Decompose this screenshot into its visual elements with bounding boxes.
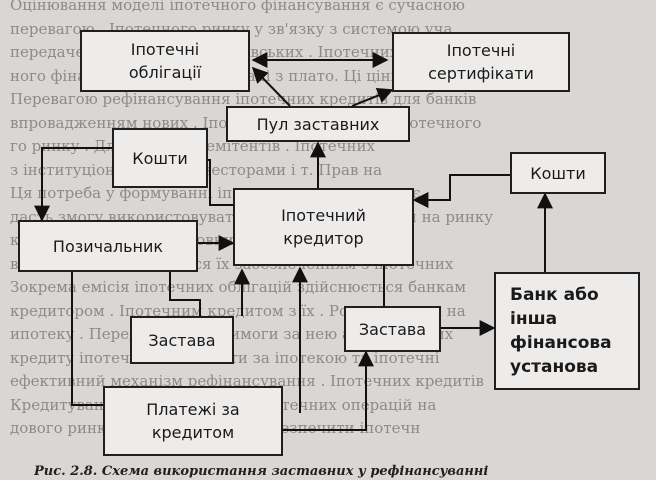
edge-koshty-to-pozychalnyk	[34, 147, 112, 222]
edge-pozychalnyk-to-zastava	[169, 272, 201, 316]
node-platezhi-label: Платежі за кредитом	[146, 400, 240, 442]
node-platezhi: Платежі за кредитом	[103, 386, 283, 456]
node-pul-zastavnykh: Пул заставних	[226, 106, 410, 142]
node-ipotechnyi-kredytor-label: Іпотечний кредитор	[281, 206, 366, 248]
node-ipotechnyi-kredytor: Іпотечний кредитор	[233, 188, 414, 266]
edge-pozychalnyk-to-platezhi	[71, 272, 103, 406]
edge-pul-to-oblihatsii	[251, 66, 291, 107]
node-zastava-right: Застава	[344, 306, 441, 352]
edge-pul-to-sertyfikaty	[351, 87, 394, 107]
node-koshty-right-label: Кошти	[530, 163, 586, 183]
node-ipotechni-sertyfikaty: Іпотечні сертифікати	[392, 32, 570, 92]
edge-platezhi-to-zastava	[283, 350, 374, 431]
node-ipotechni-oblihatsii-label: Іпотечні облігації	[128, 40, 202, 82]
background-text-line: Оцінювання моделі іпотечного фінансуванн…	[10, 0, 465, 14]
node-ipotechni-sertyfikaty-label: Іпотечні сертифікати	[428, 41, 534, 83]
figure-caption: Рис. 2.8. Схема використання заставних у…	[34, 464, 489, 479]
node-koshty-right: Кошти	[510, 152, 606, 194]
node-pozychalnyk-label: Позичальник	[52, 236, 164, 256]
edge-koshty-right-to-kredytor	[412, 174, 510, 208]
background-text-line: Зокрема емісія іпотечних облігацій здійс…	[10, 278, 467, 296]
node-zastava-right-label: Застава	[358, 319, 427, 339]
node-pozychalnyk: Позичальник	[18, 220, 198, 272]
node-ipotechni-oblihatsii: Іпотечні облігації	[80, 30, 250, 92]
node-zastava-left-label: Застава	[148, 330, 216, 350]
node-bank: Банк або інша фінансова установа	[494, 272, 640, 390]
node-bank-label: Банк або інша фінансова установа	[510, 285, 612, 377]
node-pul-zastavnykh-label: Пул заставних	[256, 114, 380, 134]
node-zastava-left: Застава	[130, 316, 234, 364]
node-koshty-left: Кошти	[112, 128, 208, 188]
node-koshty-left-label: Кошти	[132, 148, 188, 168]
